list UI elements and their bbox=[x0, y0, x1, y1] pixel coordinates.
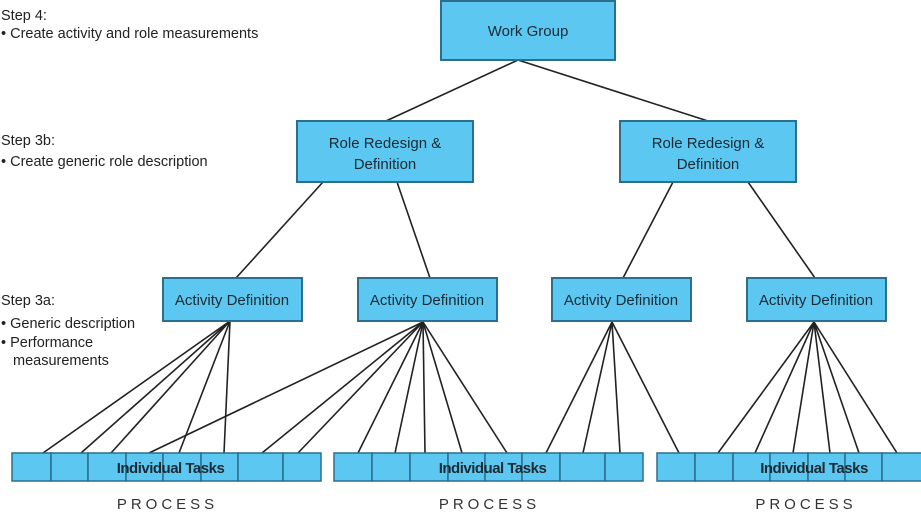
connector-line bbox=[622, 181, 674, 279]
step-3b-annotation: Step 3b: • Create generic role descripti… bbox=[1, 133, 208, 170]
activity-label: Activity Definition bbox=[759, 292, 873, 309]
connector-line bbox=[235, 181, 324, 279]
task-cell bbox=[125, 452, 164, 482]
connector-line bbox=[422, 321, 463, 454]
activity-label: Activity Definition bbox=[175, 292, 289, 309]
activity-label: Activity Definition bbox=[370, 292, 484, 309]
task-cell bbox=[807, 452, 846, 482]
step-bullet: • Create activity and role measurements bbox=[1, 26, 258, 42]
connector-line bbox=[611, 321, 680, 454]
connector-line bbox=[396, 181, 431, 279]
role-label: Definition bbox=[677, 156, 740, 173]
step-3a-annotation: Step 3a: • Generic description • Perform… bbox=[1, 293, 135, 369]
task-cell bbox=[200, 452, 239, 482]
task-cell bbox=[237, 452, 284, 482]
tasks-label: Individual Tasks bbox=[760, 460, 868, 477]
process-label: PROCESS bbox=[439, 496, 540, 513]
connector-line bbox=[223, 320, 231, 454]
connector-line bbox=[178, 320, 231, 454]
connector-line bbox=[754, 321, 815, 454]
task-cell bbox=[769, 452, 809, 482]
role-label: Role Redesign & bbox=[329, 135, 442, 152]
connector-line bbox=[517, 59, 709, 122]
task-cell bbox=[11, 452, 52, 482]
task-cell bbox=[844, 452, 883, 482]
step-bullet: • Create generic role description bbox=[1, 154, 208, 170]
connector-line bbox=[747, 181, 816, 279]
connector-line bbox=[717, 321, 815, 454]
activity-node: Activity Definition bbox=[357, 277, 498, 322]
role-node: Role Redesign & Definition bbox=[619, 120, 797, 183]
connector-line bbox=[813, 321, 860, 454]
task-cell bbox=[656, 452, 696, 482]
task-cell bbox=[447, 452, 486, 482]
task-cell bbox=[333, 452, 373, 482]
activity-label: Activity Definition bbox=[564, 292, 678, 309]
step-title: Step 3a: bbox=[1, 293, 55, 309]
task-cell bbox=[162, 452, 202, 482]
connector-lines bbox=[42, 59, 898, 454]
process-label: PROCESS bbox=[117, 496, 218, 513]
work-group-label: Work Group bbox=[488, 23, 569, 40]
role-node: Role Redesign & Definition bbox=[296, 120, 474, 183]
connector-line bbox=[80, 320, 231, 454]
work-group-node: Work Group bbox=[440, 0, 616, 61]
step-bullet: • Performance bbox=[1, 335, 93, 351]
role-label: Definition bbox=[354, 156, 417, 173]
connector-line bbox=[148, 321, 424, 454]
task-cell bbox=[881, 452, 921, 482]
connector-line bbox=[611, 321, 621, 454]
task-cell bbox=[282, 452, 322, 482]
activity-node: Activity Definition bbox=[162, 277, 303, 322]
connector-line bbox=[110, 320, 231, 454]
connector-line bbox=[422, 321, 426, 454]
task-cell bbox=[371, 452, 411, 482]
connector-line bbox=[297, 321, 424, 454]
activity-node: Activity Definition bbox=[746, 277, 887, 322]
step-title: Step 4: bbox=[1, 8, 47, 24]
task-cell bbox=[604, 452, 644, 482]
process-label: PROCESS bbox=[755, 496, 856, 513]
step-bullet: measurements bbox=[13, 353, 109, 369]
task-cell bbox=[694, 452, 734, 482]
connector-line bbox=[813, 321, 831, 454]
connector-line bbox=[394, 321, 424, 454]
task-cell bbox=[50, 452, 89, 482]
step-title: Step 3b: bbox=[1, 133, 55, 149]
connector-line bbox=[422, 321, 508, 454]
activity-node: Activity Definition bbox=[551, 277, 692, 322]
connector-line bbox=[261, 321, 424, 454]
step-4-annotation: Step 4: • Create activity and role measu… bbox=[1, 8, 258, 42]
tasks-label: Individual Tasks bbox=[117, 460, 225, 477]
connector-line bbox=[545, 321, 613, 454]
role-label: Role Redesign & bbox=[652, 135, 765, 152]
task-cell bbox=[87, 452, 127, 482]
connector-line bbox=[357, 321, 424, 454]
step-bullet: • Generic description bbox=[1, 316, 135, 332]
tasks-label: Individual Tasks bbox=[439, 460, 547, 477]
connector-line bbox=[813, 321, 898, 454]
connector-line bbox=[582, 321, 613, 454]
task-cell bbox=[559, 452, 606, 482]
connector-line bbox=[792, 321, 815, 454]
connector-line bbox=[385, 59, 519, 122]
connector-line bbox=[42, 320, 231, 454]
